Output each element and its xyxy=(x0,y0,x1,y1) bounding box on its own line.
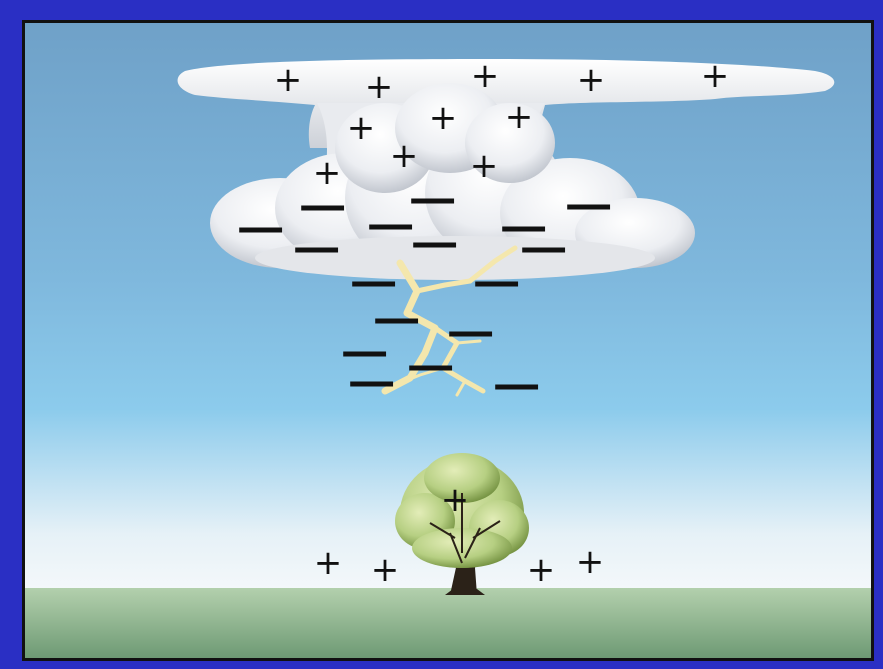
diagram-panel: + + + + + + + + + + + — — — — — — — — — … xyxy=(22,20,874,661)
negative-charge: — xyxy=(409,184,450,214)
positive-charge: + xyxy=(467,151,501,181)
negative-charge: — xyxy=(493,370,534,400)
negative-charge: — xyxy=(565,190,606,220)
positive-charge: + xyxy=(426,103,460,133)
positive-charge: + xyxy=(698,61,732,91)
positive-charge: + xyxy=(362,72,396,102)
positive-charge: + xyxy=(573,547,607,577)
negative-charge: — xyxy=(350,267,391,297)
positive-charge: + xyxy=(368,555,402,585)
negative-charge: — xyxy=(293,233,334,263)
negative-charge: — xyxy=(407,351,448,381)
positive-charge: + xyxy=(524,555,558,585)
positive-charge: + xyxy=(438,485,472,515)
negative-charge: — xyxy=(237,213,278,243)
negative-charge: — xyxy=(367,210,408,240)
positive-charge: + xyxy=(468,61,502,91)
negative-charge: — xyxy=(348,367,389,397)
positive-charge: + xyxy=(387,141,421,171)
negative-charge: — xyxy=(411,228,452,258)
positive-charge: + xyxy=(311,548,345,578)
ground xyxy=(25,588,871,658)
negative-charge: — xyxy=(299,191,340,221)
positive-charge: + xyxy=(574,65,608,95)
positive-charge: + xyxy=(271,65,305,95)
positive-charge: + xyxy=(344,113,378,143)
negative-charge: — xyxy=(520,233,561,263)
negative-charge: — xyxy=(473,267,514,297)
positive-charge: + xyxy=(502,102,536,132)
